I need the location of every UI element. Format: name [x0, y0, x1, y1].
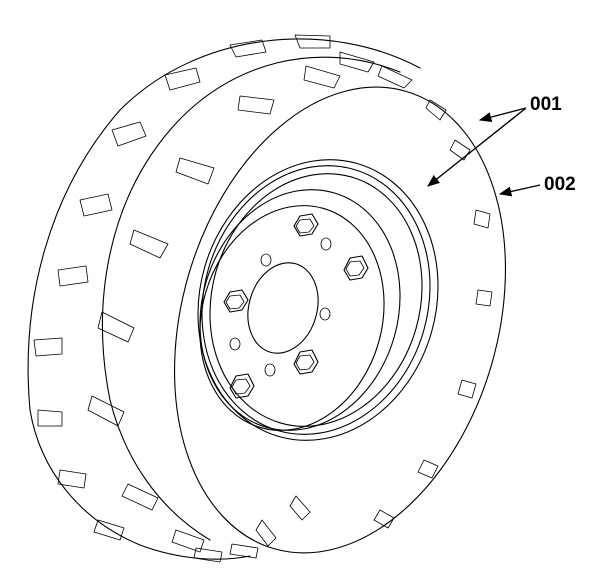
lug-nuts	[223, 213, 369, 399]
rim	[199, 165, 431, 435]
rim-disc	[199, 205, 385, 431]
lug-nut-icon	[223, 289, 249, 313]
tire-front-face	[174, 86, 506, 554]
leader-arrow	[427, 107, 527, 187]
callout-label: 001	[530, 94, 562, 115]
callout-001: 001	[427, 94, 562, 187]
lug-nut-icon	[293, 349, 319, 375]
center-bore	[247, 262, 319, 354]
lug-nut-icon	[229, 373, 255, 399]
tire	[27, 34, 506, 563]
callout-002: 002	[498, 174, 576, 197]
rim-flange-outer	[201, 165, 431, 435]
tread-blocks	[33, 34, 493, 563]
tire-bead-ring	[197, 159, 439, 441]
rim-well	[199, 189, 401, 431]
lug-nut-icon	[343, 255, 369, 281]
callout-label: 002	[544, 174, 576, 195]
tire-tread-inner-edge	[102, 56, 401, 541]
tire-outer-back	[27, 38, 421, 560]
stud-holes	[229, 237, 332, 377]
rim-flange-inner	[209, 173, 423, 427]
lug-nut-icon	[293, 213, 319, 237]
leader-arrow	[498, 184, 541, 197]
leader-arrow	[478, 107, 527, 123]
